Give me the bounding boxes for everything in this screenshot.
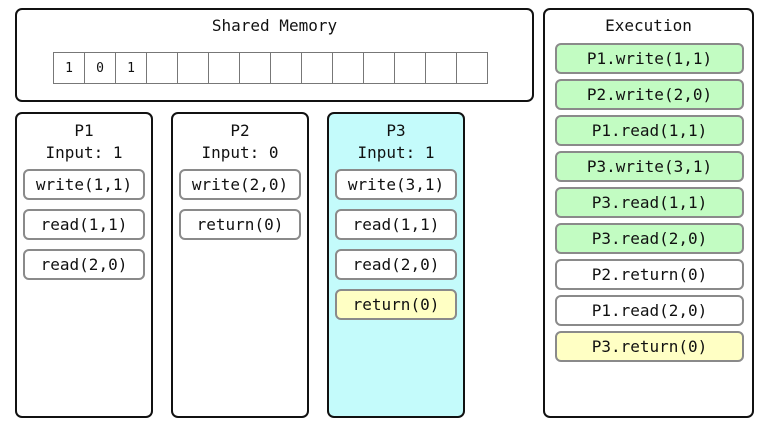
operation-item[interactable]: write(3,1) (335, 169, 457, 200)
process-p1-panel: P1 Input: 1 write(1,1) read(1,1) read(2,0) (15, 112, 153, 418)
memory-cell (177, 52, 209, 84)
operation-item[interactable]: read(1,1) (23, 209, 145, 240)
memory-cell (146, 52, 178, 84)
process-input: Input: 1 (45, 143, 123, 162)
memory-cell (363, 52, 395, 84)
execution-step[interactable]: P3.return(0) (555, 331, 744, 362)
operation-item[interactable]: read(2,0) (335, 249, 457, 280)
memory-cell (394, 52, 426, 84)
process-p2-panel: P2 Input: 0 write(2,0) return(0) (171, 112, 309, 418)
memory-cell (301, 52, 333, 84)
execution-step[interactable]: P3.read(1,1) (555, 187, 744, 218)
process-name: P3 (386, 121, 406, 140)
memory-cell (456, 52, 488, 84)
memory-cell: 1 (115, 52, 147, 84)
process-operations: write(2,0) return(0) (179, 169, 301, 249)
operation-item[interactable]: write(1,1) (23, 169, 145, 200)
execution-step[interactable]: P1.read(1,1) (555, 115, 744, 146)
process-input: Input: 1 (357, 143, 435, 162)
process-input: Input: 0 (201, 143, 279, 162)
operation-item[interactable]: read(2,0) (23, 249, 145, 280)
process-name: P2 (230, 121, 250, 140)
operation-item[interactable]: read(1,1) (335, 209, 457, 240)
memory-cell: 1 (53, 52, 85, 84)
memory-cell (239, 52, 271, 84)
shared-memory-title: Shared Memory (211, 16, 338, 35)
execution-step[interactable]: P2.return(0) (555, 259, 744, 290)
execution-title: Execution (605, 16, 692, 35)
memory-cell (425, 52, 457, 84)
process-operations: write(1,1) read(1,1) read(2,0) (23, 169, 145, 289)
memory-cell (270, 52, 302, 84)
memory-cell: 0 (84, 52, 116, 84)
execution-panel: Execution P1.write(1,1) P2.write(2,0) P1.r… (543, 8, 754, 418)
execution-list: P1.write(1,1) P2.write(2,0) P1.read(1,1) P3… (555, 43, 744, 367)
execution-step[interactable]: P3.read(2,0) (555, 223, 744, 254)
execution-step[interactable]: P3.write(3,1) (555, 151, 744, 182)
operation-item[interactable]: return(0) (335, 289, 457, 320)
operation-item[interactable]: write(2,0) (179, 169, 301, 200)
process-name: P1 (74, 121, 94, 140)
memory-cell (332, 52, 364, 84)
execution-step[interactable]: P1.write(1,1) (555, 43, 744, 74)
process-operations: write(3,1) read(1,1) read(2,0) return(0) (335, 169, 457, 329)
execution-step[interactable]: P2.write(2,0) (555, 79, 744, 110)
operation-item[interactable]: return(0) (179, 209, 301, 240)
memory-cell (208, 52, 240, 84)
process-p3-panel: P3 Input: 1 write(3,1) read(1,1) read(2,0)… (327, 112, 465, 418)
execution-step[interactable]: P1.read(2,0) (555, 295, 744, 326)
